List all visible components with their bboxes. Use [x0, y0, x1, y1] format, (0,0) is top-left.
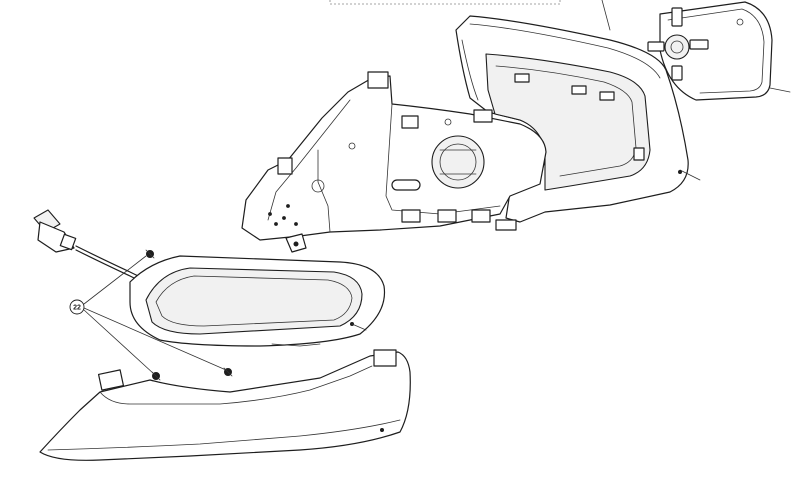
glass-backing-plate: [647, 7, 709, 81]
mirror-bracket: [241, 71, 547, 253]
mirror-housing-frame: [455, 15, 701, 231]
wire-connector: [33, 209, 165, 291]
callout-22-label: 22: [73, 305, 81, 312]
top-frame-fragment: [329, 0, 611, 31]
lower-mirror-cover: [39, 349, 411, 461]
mirror-glass: [647, 1, 791, 101]
turn-signal-lamp: [129, 255, 386, 347]
callout-22: 22: [69, 255, 227, 375]
screws: [145, 249, 233, 381]
